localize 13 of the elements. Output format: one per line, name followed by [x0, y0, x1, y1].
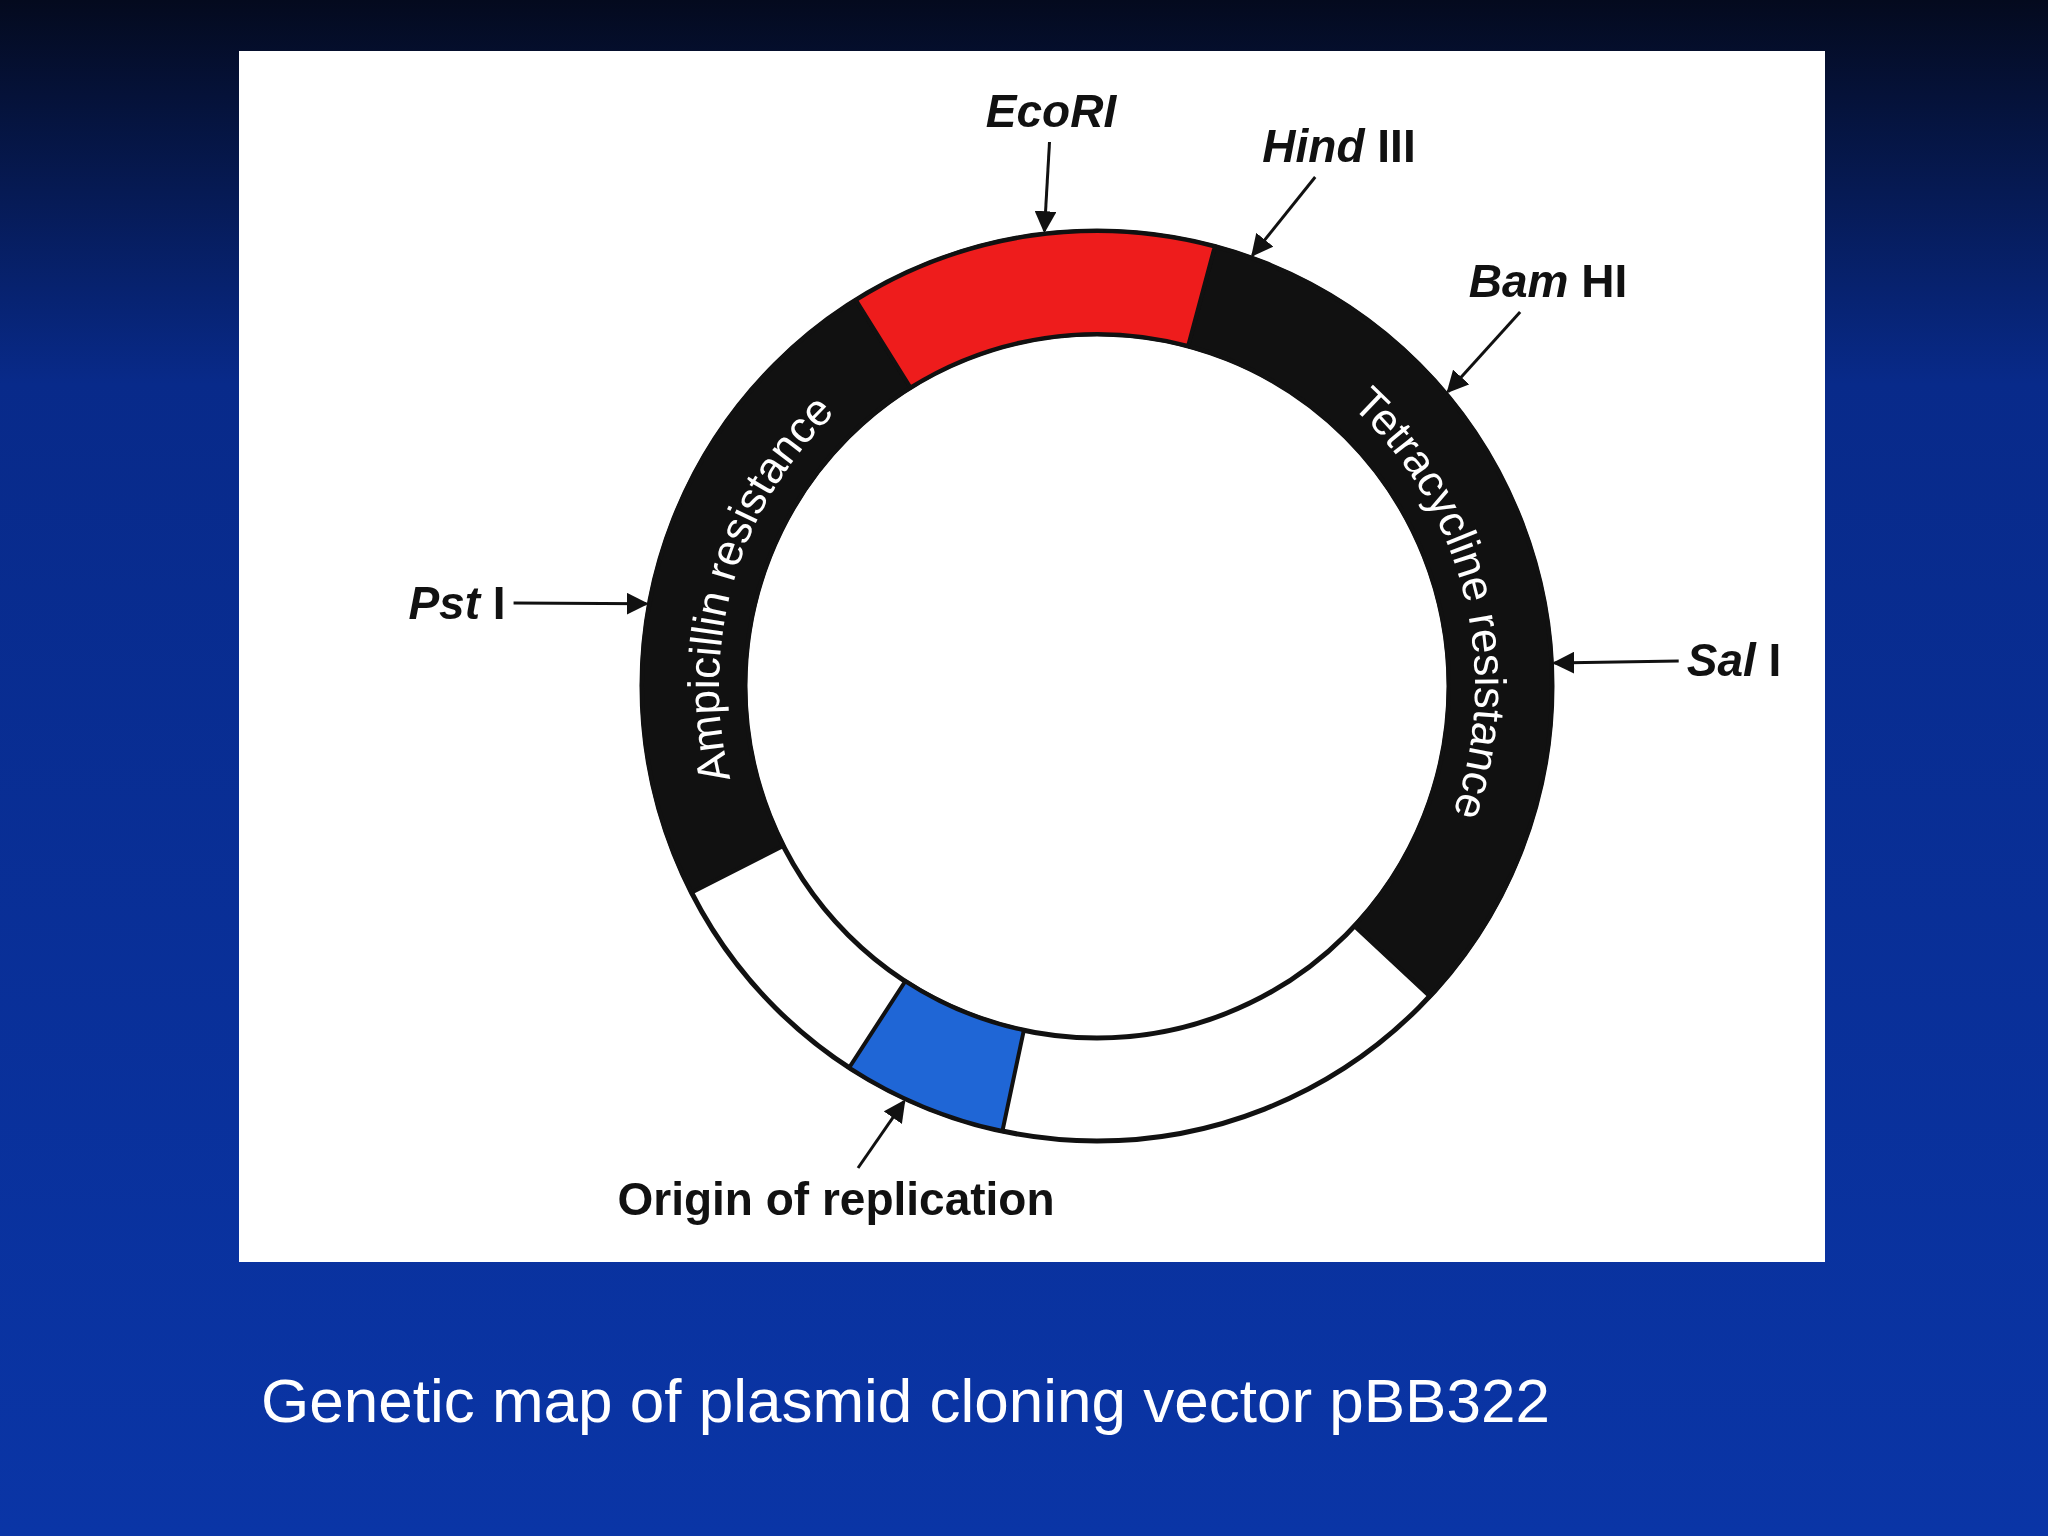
restriction-site-label: Pst I	[408, 576, 506, 630]
restriction-site-label: EcoRI	[985, 84, 1117, 138]
restriction-site-label: Sal I	[1686, 633, 1782, 687]
caption: Genetic map of plasmid cloning vector pBB322	[261, 1365, 1550, 1436]
leader-arrow	[1446, 311, 1522, 394]
leader-arrow	[856, 1099, 906, 1169]
leader-arrow	[1552, 651, 1679, 674]
leader-arrow	[1251, 176, 1317, 257]
feature-label: Origin of replication	[617, 1172, 1055, 1226]
leader-arrow	[1034, 141, 1057, 234]
restriction-site-label: Hind III	[1262, 119, 1416, 173]
leader-arrow	[513, 592, 649, 615]
restriction-site-label: Bam HI	[1468, 254, 1628, 308]
